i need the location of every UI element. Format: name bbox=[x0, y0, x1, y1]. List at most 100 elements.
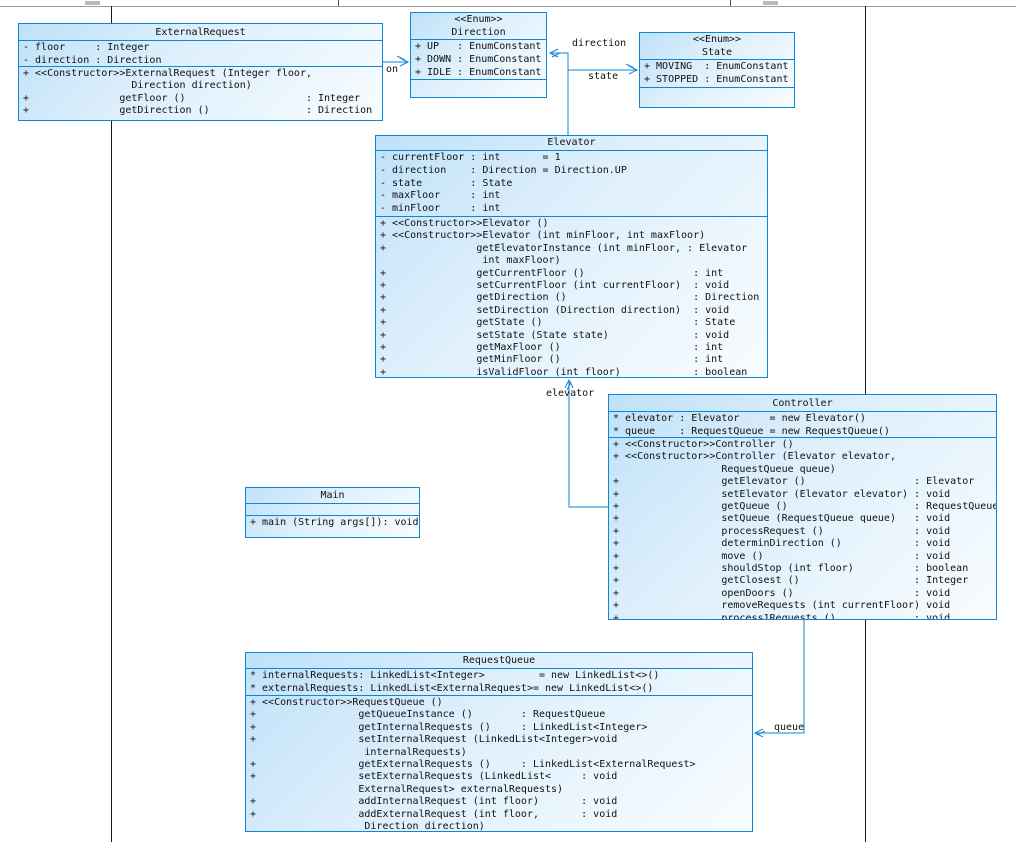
member-row: + setState (State state) : void bbox=[380, 329, 730, 341]
class-title: Controller bbox=[609, 395, 996, 412]
attributes-compartment: - currentFloor : int = 1- direction : Di… bbox=[376, 151, 767, 217]
member-row: + setExternalRequests (LinkedList< : voi… bbox=[250, 771, 618, 783]
member-row: + isValidFloor (int floor) : boolean bbox=[380, 366, 748, 377]
class-title: <<Enum>> Direction bbox=[411, 13, 546, 40]
member-row: + getFloor () : Integer bbox=[23, 92, 361, 104]
member-row: + main (String args[]): void bbox=[250, 517, 419, 528]
attributes-compartment: * elevator : Elevator = new Elevator()* … bbox=[609, 412, 996, 438]
member-row: + getExternalRequests () : LinkedList<Ex… bbox=[250, 759, 696, 771]
member-row: + getDirection () : Direction bbox=[23, 105, 373, 117]
attributes-compartment: + MOVING : EnumConstant+ STOPPED : EnumC… bbox=[640, 60, 794, 88]
member-row: - currentFloor : int = 1 bbox=[380, 152, 561, 163]
methods-compartment: + <<Constructor>>RequestQueue ()+ getQue… bbox=[246, 696, 752, 831]
attributes-compartment: - floor : Integer- direction : Direction bbox=[19, 41, 382, 67]
member-row: + determinDirection () : void bbox=[613, 538, 951, 550]
member-row: + getElevator () : Elevator bbox=[613, 476, 975, 488]
member-row: * internalRequests: LinkedList<Integer> … bbox=[250, 670, 660, 681]
member-row: + getElevatorInstance (int minFloor, : E… bbox=[380, 242, 748, 254]
ruler-tick bbox=[338, 0, 339, 6]
class-elevator[interactable]: Elevator - currentFloor : int = 1- direc… bbox=[375, 135, 768, 378]
member-row: + setQueue (RequestQueue queue) : void bbox=[613, 513, 951, 525]
member-row: + processRequest () : void bbox=[613, 525, 951, 537]
page-boundary-left bbox=[111, 6, 112, 842]
assoc-label-on: on bbox=[386, 64, 399, 75]
class-title: Elevator bbox=[376, 136, 767, 151]
member-row: - direction : Direction bbox=[23, 54, 162, 66]
class-name: Main bbox=[320, 490, 345, 501]
member-row: + getQueueInstance () : RequestQueue bbox=[250, 709, 606, 721]
class-name: Controller bbox=[772, 397, 833, 409]
member-row: - maxFloor : int bbox=[380, 190, 501, 202]
ruler-label-fragment bbox=[85, 1, 100, 5]
methods-compartment: + <<Constructor>>Controller ()+ <<Constr… bbox=[609, 438, 996, 619]
ruler-tick bbox=[730, 0, 731, 6]
class-direction-enum[interactable]: <<Enum>> Direction + UP : EnumConstant+ … bbox=[410, 12, 547, 98]
member-row: + STOPPED : EnumConstant bbox=[644, 73, 789, 85]
member-row: + process1Requests () : void bbox=[613, 612, 951, 619]
methods-compartment bbox=[640, 88, 794, 107]
assoc-controller-elevator bbox=[568, 381, 608, 508]
member-row: + getDirection () : Direction bbox=[380, 292, 760, 304]
member-row: Direction direction) bbox=[250, 821, 485, 831]
member-row: - state : State bbox=[380, 177, 513, 189]
member-row: - minFloor : int bbox=[380, 203, 501, 215]
member-row: + getClosest () : Integer bbox=[613, 575, 969, 587]
arrowhead-into-requestqueue-icon bbox=[753, 728, 764, 738]
methods-compartment: + <<Constructor>>ExternalRequest (Intege… bbox=[19, 67, 382, 120]
member-row: + removeRequests (int currentFloor) void bbox=[613, 600, 951, 612]
member-row: + openDoors () : void bbox=[613, 587, 951, 599]
class-controller[interactable]: Controller * elevator : Elevator = new E… bbox=[608, 394, 997, 620]
stereotype-label: <<Enum>> bbox=[692, 34, 742, 45]
member-row: Direction direction) bbox=[23, 80, 252, 92]
class-main[interactable]: Main + main (String args[]): void bbox=[245, 487, 420, 538]
member-row: internalRequests) bbox=[250, 746, 467, 758]
member-row: int maxFloor) bbox=[380, 255, 561, 267]
member-row: + move () : void bbox=[613, 550, 951, 562]
attributes-compartment bbox=[246, 504, 419, 516]
member-row: + setDirection (Direction direction) : v… bbox=[380, 304, 730, 316]
class-title: RequestQueue bbox=[246, 653, 752, 669]
ruler-line bbox=[0, 6, 1016, 7]
class-external-request[interactable]: ExternalRequest - floor : Integer- direc… bbox=[18, 23, 383, 121]
member-row: + <<Constructor>>Elevator (int minFloor,… bbox=[380, 230, 706, 242]
attributes-compartment: + UP : EnumConstant+ DOWN : EnumConstant… bbox=[411, 40, 546, 80]
attributes-compartment: * internalRequests: LinkedList<Integer> … bbox=[246, 669, 752, 696]
assoc-elevator-direction bbox=[551, 52, 569, 135]
methods-compartment: + main (String args[]): void bbox=[246, 516, 419, 537]
member-row: + setCurrentFloor (int currentFloor) : v… bbox=[380, 280, 730, 292]
member-row: + MOVING : EnumConstant bbox=[644, 61, 789, 72]
member-row: + addExternalRequest (int floor, : void bbox=[250, 808, 618, 820]
member-row: + IDLE : EnumConstant bbox=[415, 66, 542, 78]
member-row: + <<Constructor>>Elevator () bbox=[380, 218, 549, 229]
class-name: RequestQueue bbox=[462, 655, 536, 666]
member-row: + getState () : State bbox=[380, 317, 736, 329]
class-name: Direction bbox=[451, 27, 506, 38]
class-state-enum[interactable]: <<Enum>> State + MOVING : EnumConstant+ … bbox=[639, 32, 795, 108]
member-row: + getMinFloor () : int bbox=[380, 354, 724, 366]
class-title: <<Enum>> State bbox=[640, 33, 794, 60]
arrowhead-into-direction-right-icon bbox=[548, 48, 559, 58]
arrowhead-into-elevator-icon bbox=[564, 378, 574, 389]
member-row: + getCurrentFloor () : int bbox=[380, 267, 724, 279]
ruler-label-fragment bbox=[763, 1, 778, 5]
assoc-label-elevator: elevator bbox=[546, 388, 595, 399]
class-title: Main bbox=[246, 488, 419, 504]
member-row: + <<Constructor>>ExternalRequest (Intege… bbox=[23, 68, 312, 79]
member-row: + <<Constructor>>RequestQueue () bbox=[250, 697, 443, 708]
assoc-controller-requestqueue bbox=[756, 620, 805, 734]
class-name: Elevator bbox=[547, 137, 596, 148]
arrowhead-into-state-icon bbox=[628, 65, 639, 75]
member-row: * queue : RequestQueue = new RequestQueu… bbox=[613, 425, 890, 437]
member-row: * externalRequests: LinkedList<ExternalR… bbox=[250, 682, 654, 694]
member-row: + DOWN : EnumConstant bbox=[415, 53, 542, 65]
assoc-label-direction: direction bbox=[572, 38, 627, 49]
class-name: ExternalRequest bbox=[155, 26, 246, 38]
member-row: - floor : Integer bbox=[23, 42, 150, 53]
member-row: + getMaxFloor () : int bbox=[380, 342, 724, 354]
methods-compartment bbox=[411, 80, 546, 97]
class-request-queue[interactable]: RequestQueue * internalRequests: LinkedL… bbox=[245, 652, 753, 832]
member-row: RequestQueue queue) bbox=[613, 463, 836, 475]
member-row: + addInternalRequest (int floor) : void bbox=[250, 796, 618, 808]
arrowhead-into-direction-left-icon bbox=[399, 57, 410, 67]
member-row: + setElevator (Elevator elevator) : void bbox=[613, 488, 951, 500]
